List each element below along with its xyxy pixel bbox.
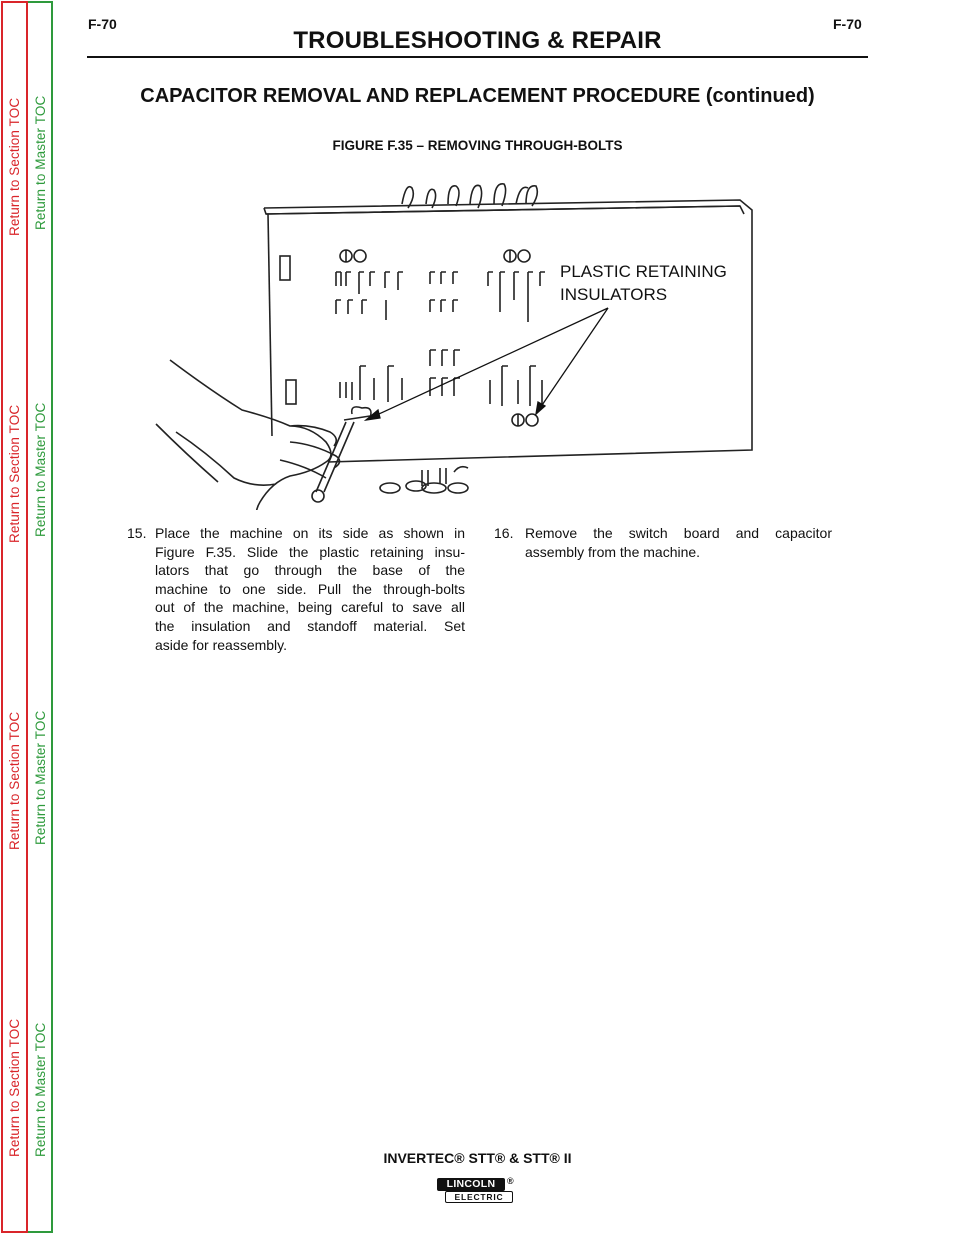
return-to-master-toc-link-1[interactable]: Return to Master TOC xyxy=(33,95,48,230)
step-16: 16. Remove the switch board and capacito… xyxy=(494,524,832,564)
footer-product-title: INVERTEC® STT® & STT® II xyxy=(383,1150,572,1166)
page-number-left: F-70 xyxy=(88,16,117,32)
return-to-master-toc-link-3[interactable]: Return to Master TOC xyxy=(33,710,48,845)
return-to-master-toc-link-2[interactable]: Return to Master TOC xyxy=(33,402,48,537)
step-15-number: 15. xyxy=(127,525,147,541)
step-15-line-6: the insulation and standoff material. Se… xyxy=(155,617,465,634)
section-toc-frame xyxy=(1,1,28,1233)
return-to-section-toc-link-1[interactable]: Return to Section TOC xyxy=(7,97,22,236)
step-15-line-2: Figure F.35. Slide the plastic retaining… xyxy=(155,543,465,560)
figure-label-line-1: PLASTIC RETAINING xyxy=(560,262,727,281)
header-divider xyxy=(87,56,868,58)
step-15-line-5: out of the machine, being careful to sav… xyxy=(155,599,465,616)
step-15-line-3: lators that go through the base of the xyxy=(155,562,465,579)
return-to-section-toc-link-3[interactable]: Return to Section TOC xyxy=(7,711,22,850)
machine-illustration xyxy=(155,183,753,510)
logo-bottom: ELECTRIC xyxy=(445,1191,513,1203)
figure-removing-through-bolts: PLASTIC RETAINING INSULATORS xyxy=(140,170,840,510)
figure-label-line-2: INSULATORS xyxy=(560,285,668,304)
page-number-right: F-70 xyxy=(833,16,862,32)
step-15: 15. Place the machine on its side as sho… xyxy=(127,524,465,664)
step-15-line-7: aside for reassembly. xyxy=(155,636,288,653)
step-16-line-1: Remove the switch board and capacitor xyxy=(525,525,832,541)
step-15-line-1: Place the machine on its side as shown i… xyxy=(155,525,465,541)
lincoln-electric-logo: LINCOLN ® ELECTRIC xyxy=(437,1176,517,1206)
section-title: CAPACITOR REMOVAL AND REPLACEMENT PROCED… xyxy=(140,85,815,107)
step-15-text: Place the machine on its side as shown i… xyxy=(155,524,465,654)
step-16-number: 16. xyxy=(494,525,514,541)
step-16-text: Remove the switch board and capacitor as… xyxy=(525,524,832,561)
step-16-line-2: assembly from the machine. xyxy=(525,543,701,560)
step-15-line-4: machine to one side. Pull the through-bo… xyxy=(155,580,465,597)
return-to-master-toc-link-4[interactable]: Return to Master TOC xyxy=(33,1022,48,1157)
figure-caption: FIGURE F.35 – REMOVING THROUGH-BOLTS xyxy=(332,138,623,153)
logo-registered-mark: ® xyxy=(507,1176,514,1186)
page-title: TROUBLESHOOTING & REPAIR xyxy=(293,27,662,54)
logo-top: LINCOLN xyxy=(437,1178,505,1191)
return-to-section-toc-link-2[interactable]: Return to Section TOC xyxy=(7,404,22,543)
return-to-section-toc-link-4[interactable]: Return to Section TOC xyxy=(7,1018,22,1157)
